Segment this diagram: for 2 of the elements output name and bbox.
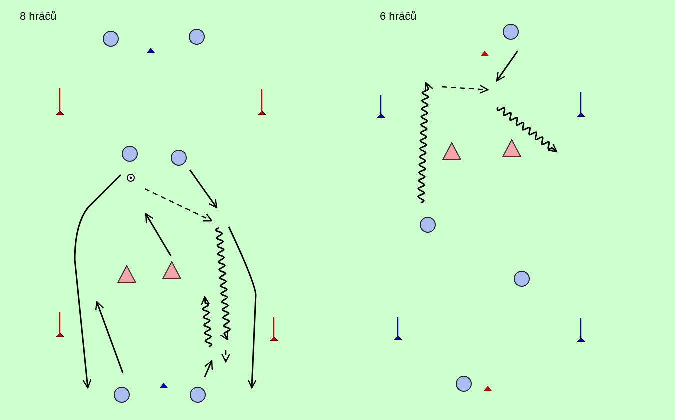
panel-heading: 6 hráčů — [380, 11, 417, 24]
panel-heading: 8 hráčů — [20, 11, 57, 24]
